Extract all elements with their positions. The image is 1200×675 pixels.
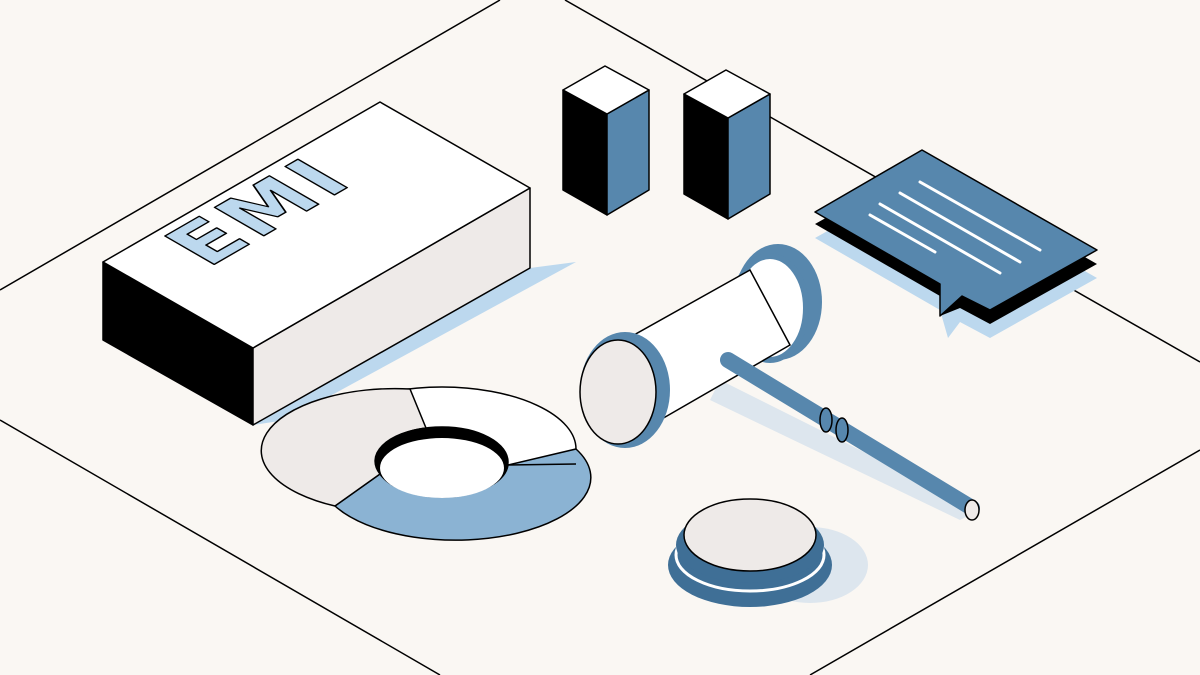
emi-block-top-face bbox=[102, 101, 531, 349]
sound-block-top bbox=[683, 498, 817, 572]
speech-bubble bbox=[814, 149, 1098, 338]
emi-block-shadow bbox=[253, 262, 576, 425]
gavel-head-face bbox=[579, 339, 657, 445]
text-lines-icon bbox=[868, 180, 1042, 275]
donut-segment-gray bbox=[260, 387, 428, 507]
donut-chart bbox=[260, 386, 592, 541]
speech-bubble-face bbox=[814, 149, 1098, 317]
gavel-handle bbox=[720, 352, 980, 516]
gavel-shadow bbox=[710, 380, 980, 520]
sound-block bbox=[668, 498, 868, 607]
pillar bbox=[683, 69, 771, 220]
gavel bbox=[579, 244, 980, 521]
pillar bbox=[562, 65, 650, 216]
emi-block: EMI bbox=[102, 101, 576, 426]
